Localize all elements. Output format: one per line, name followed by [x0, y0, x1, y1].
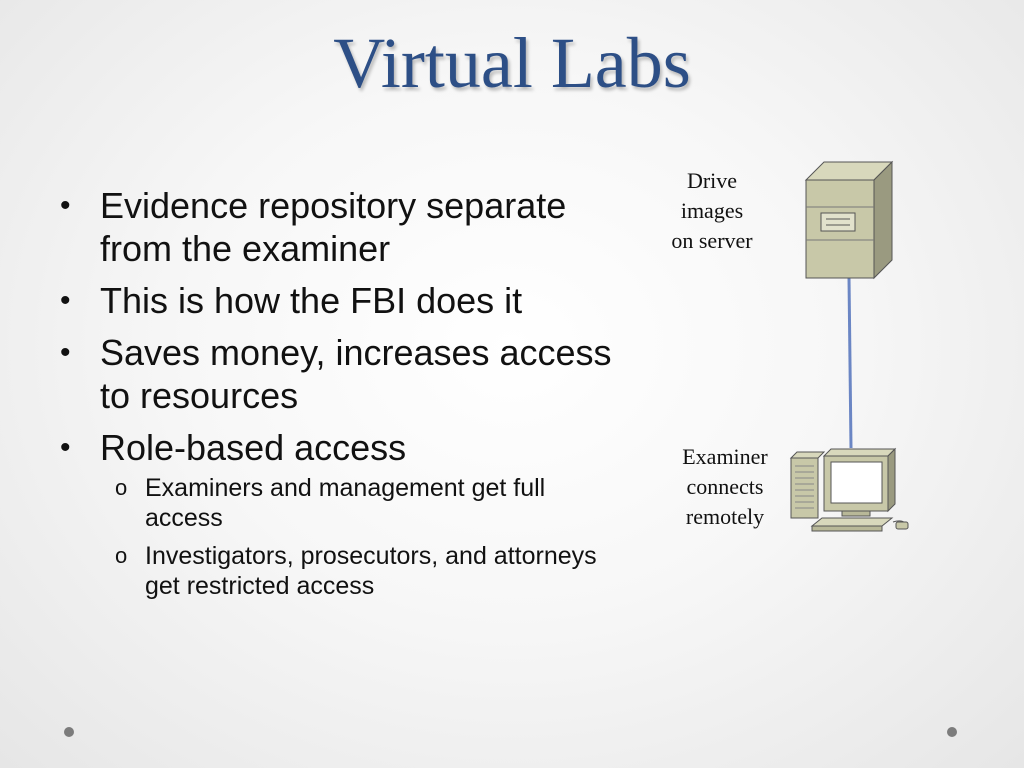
bullet-item: • Saves money, increases access to resou…	[60, 331, 620, 417]
examiner-caption: Examiner connects remotely	[660, 442, 790, 532]
bullet-item: • Evidence repository separate from the …	[60, 184, 620, 270]
server-caption-line: on server	[671, 228, 753, 253]
bullet-dot: •	[60, 284, 71, 317]
sub-bullet-marker: o	[115, 543, 128, 568]
server-caption: Drive images on server	[650, 166, 774, 256]
examiner-caption-line: connects	[686, 474, 764, 499]
corner-dot-right	[947, 727, 957, 737]
connection-line	[847, 277, 853, 449]
sub-bullet-text: Examiners and management get full access	[145, 474, 546, 532]
slide-title: Virtual Labs	[333, 23, 691, 103]
sub-bullet-marker: o	[115, 475, 128, 500]
examiner-caption-line: remotely	[685, 504, 765, 529]
bullet-dot: •	[60, 431, 71, 464]
server-caption-line: Drive	[686, 168, 738, 193]
sub-bullet-text: Investigators, prosecutors, and attorney…	[145, 542, 597, 600]
bullet-text: This is how the FBI does it	[100, 280, 523, 321]
bullet-dot: •	[60, 336, 71, 369]
bullet-text: Role-based access	[100, 427, 407, 468]
corner-dot-left	[64, 727, 74, 737]
bullet-text: Evidence repository separate from the ex…	[100, 185, 567, 269]
sub-bullet-item: o Examiners and management get full acce…	[100, 473, 620, 533]
sub-bullet-list: o Examiners and management get full acce…	[100, 473, 620, 601]
bullet-dot: •	[60, 189, 71, 222]
bullet-text: Saves money, increases access to resourc…	[100, 332, 612, 416]
examiner-caption-line: Examiner	[682, 444, 768, 469]
desktop-computer-icon	[789, 447, 909, 532]
bullet-list: • Evidence repository separate from the …	[60, 184, 620, 610]
bullet-item: • This is how the FBI does it	[60, 279, 620, 322]
server-tower-icon	[804, 160, 894, 280]
server-caption-line: images	[680, 198, 744, 223]
bullet-item: • Role-based access o Examiners and mana…	[60, 426, 620, 601]
sub-bullet-item: o Investigators, prosecutors, and attorn…	[100, 541, 620, 601]
